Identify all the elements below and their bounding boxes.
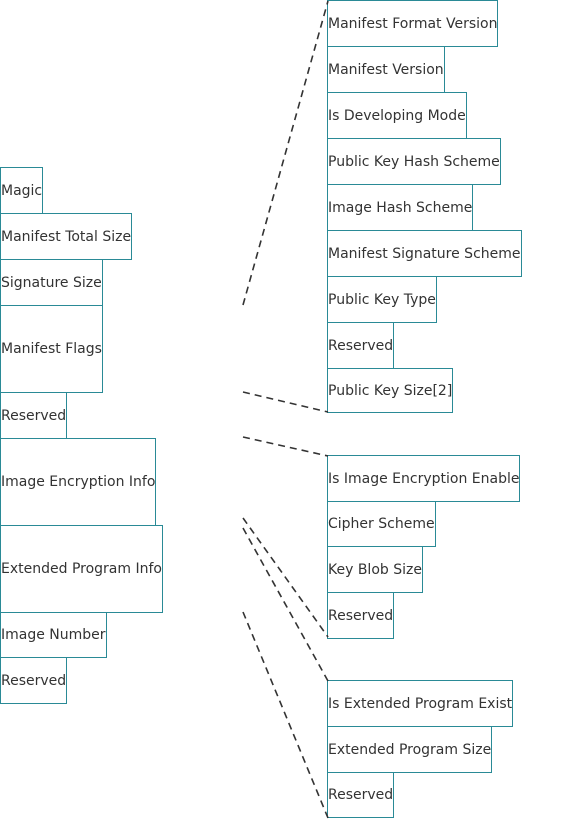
field-image-encryption-info: Image Encryption Info (0, 438, 157, 526)
field-flags-reserved: Reserved (327, 322, 395, 369)
field-manifest-version: Manifest Version (327, 46, 445, 93)
field-image-number: Image Number (0, 612, 107, 658)
field-reserved-2: Reserved (0, 657, 68, 704)
field-key-blob-size: Key Blob Size (327, 546, 423, 593)
field-public-key-hash-scheme: Public Key Hash Scheme (327, 138, 501, 185)
field-extended-program-size: Extended Program Size (327, 726, 493, 773)
field-encryption-reserved: Reserved (327, 592, 395, 639)
field-extended-reserved: Reserved (327, 772, 395, 818)
field-manifest-flags: Manifest Flags (0, 305, 103, 393)
field-is-extended-program-exist: Is Extended Program Exist (327, 680, 514, 727)
field-is-developing-mode: Is Developing Mode (327, 92, 467, 139)
field-manifest-format-version: Manifest Format Version (327, 0, 499, 47)
field-public-key-type: Public Key Type (327, 276, 437, 323)
field-manifest-total-size: Manifest Total Size (0, 213, 133, 260)
field-is-image-encryption-enable: Is Image Encryption Enable (327, 455, 521, 502)
connector-flags-top (242, 0, 329, 306)
field-cipher-scheme: Cipher Scheme (327, 501, 436, 547)
field-extended-program-info: Extended Program Info (0, 525, 163, 613)
connector-encryption-bottom (242, 517, 329, 638)
field-reserved-1: Reserved (0, 392, 68, 439)
connector-extended-top (242, 527, 329, 682)
field-public-key-size: Public Key Size[2] (327, 368, 454, 413)
field-magic: Magic (0, 167, 44, 214)
connector-extended-bottom (242, 611, 329, 819)
field-image-hash-scheme: Image Hash Scheme (327, 184, 474, 231)
connector-encryption-top (242, 436, 329, 457)
field-manifest-signature-scheme: Manifest Signature Scheme (327, 230, 522, 277)
field-signature-size: Signature Size (0, 259, 103, 306)
connector-flags-bottom (242, 391, 329, 413)
